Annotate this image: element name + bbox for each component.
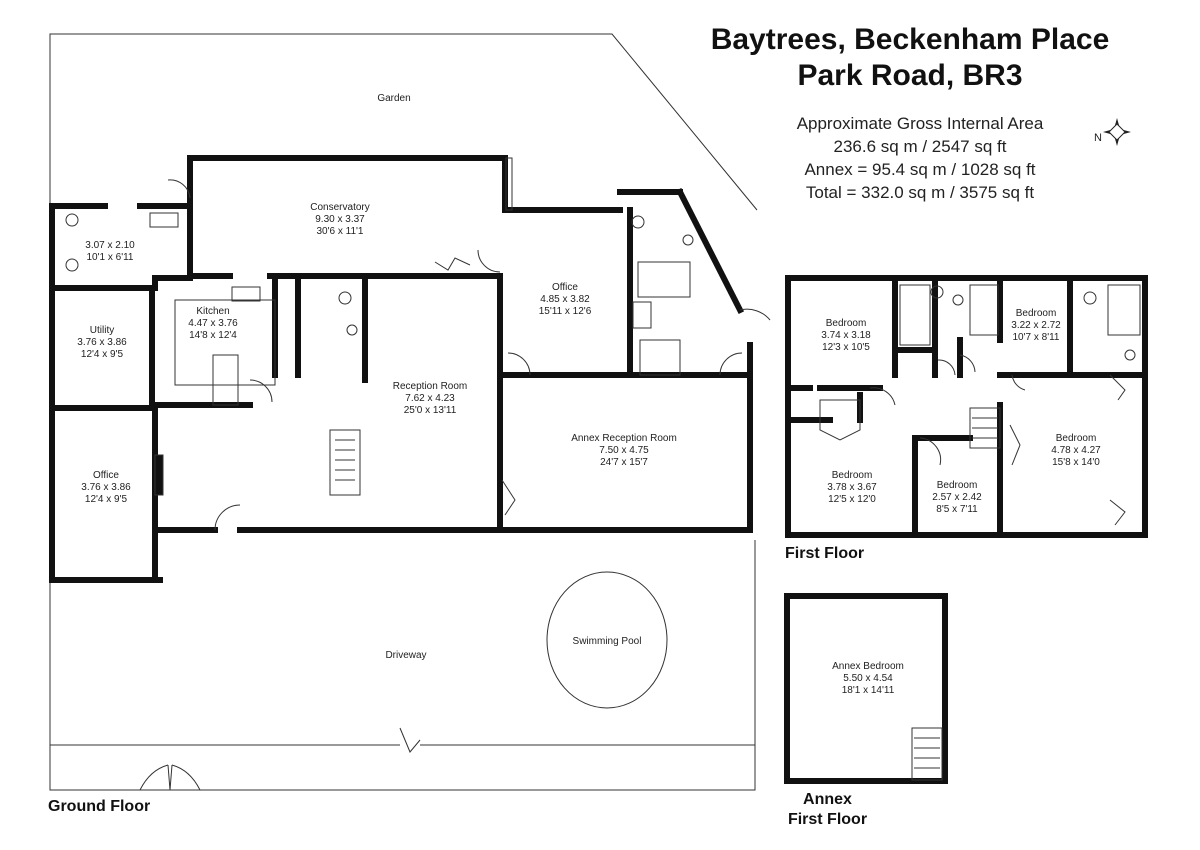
room-imperial: 18'1 x 14'11 bbox=[841, 685, 895, 696]
room-office-ground: Office 3.76 x 3.86 12'4 x 9'5 bbox=[81, 470, 130, 506]
room-metric: 4.47 x 3.76 bbox=[188, 318, 238, 329]
room-metric: 5.50 x 4.54 bbox=[843, 673, 893, 684]
room-metric: 4.78 x 4.27 bbox=[1051, 445, 1101, 456]
area-total: Total = 332.0 sq m / 3575 sq ft bbox=[805, 183, 1035, 202]
room-name: Kitchen bbox=[196, 306, 230, 317]
room-bedroom-4: Bedroom 2.57 x 2.42 8'5 x 7'11 bbox=[932, 480, 981, 516]
room-imperial: 25'0 x 13'11 bbox=[403, 405, 457, 416]
annex-first-floor-label: Annex First Floor bbox=[780, 790, 875, 830]
room-metric: 3.74 x 3.18 bbox=[821, 330, 871, 341]
room-name: Bedroom bbox=[936, 480, 978, 491]
room-imperial: 24'7 x 15'7 bbox=[600, 457, 648, 468]
room-imperial: 10'1 x 6'11 bbox=[86, 252, 134, 263]
room-pool: Swimming Pool bbox=[573, 636, 642, 648]
room-name: Office bbox=[552, 282, 578, 293]
area-summary: Approximate Gross Internal Area 236.6 sq… bbox=[740, 112, 1100, 204]
ground-floor-walls bbox=[49, 155, 753, 583]
room-name: Conservatory bbox=[310, 202, 370, 213]
gate-icon bbox=[139, 764, 201, 791]
room-name: Office bbox=[93, 470, 119, 481]
room-metric: 3.22 x 2.72 bbox=[1011, 320, 1061, 331]
room-imperial: 30'6 x 11'1 bbox=[316, 226, 364, 237]
room-metric: 7.50 x 4.75 bbox=[599, 445, 649, 456]
room-name: Garden bbox=[377, 93, 411, 104]
property-title: Baytrees, Beckenham Place Park Road, BR3 bbox=[700, 22, 1120, 94]
room-metric: 2.57 x 2.42 bbox=[932, 492, 982, 503]
room-imperial: 14'8 x 12'4 bbox=[189, 330, 237, 341]
room-reception: Reception Room 7.62 x 4.23 25'0 x 13'11 bbox=[393, 381, 467, 417]
room-imperial: 12'4 x 9'5 bbox=[84, 494, 128, 505]
annex-label-line-1: Annex bbox=[803, 791, 852, 808]
annex-label-line-2: First Floor bbox=[787, 811, 868, 828]
ground-floor-label: Ground Floor bbox=[48, 798, 151, 815]
room-annex-bedroom: Annex Bedroom 5.50 x 4.54 18'1 x 14'11 bbox=[832, 661, 904, 697]
room-bedroom-3: Bedroom 3.78 x 3.67 12'5 x 12'0 bbox=[827, 470, 876, 506]
ground-floor-doors bbox=[167, 179, 771, 531]
room-name: Annex Bedroom bbox=[832, 661, 904, 672]
first-floor-label: First Floor bbox=[785, 545, 865, 562]
room-metric: 3.78 x 3.67 bbox=[827, 482, 877, 493]
room-bedroom-1: Bedroom 3.74 x 3.18 12'3 x 10'5 bbox=[821, 318, 870, 354]
annex-floor-fixtures bbox=[911, 727, 943, 781]
room-metric: 7.62 x 4.23 bbox=[405, 393, 455, 404]
room-imperial: 15'11 x 12'6 bbox=[538, 306, 592, 317]
room-metric: 3.76 x 3.86 bbox=[77, 337, 127, 348]
room-bedroom-5: Bedroom 4.78 x 4.27 15'8 x 14'0 bbox=[1051, 433, 1100, 469]
room-metric: 3.07 x 2.10 bbox=[85, 240, 135, 251]
room-name: Reception Room bbox=[392, 381, 468, 392]
room-conservatory: Conservatory 9.30 x 3.37 30'6 x 11'1 bbox=[310, 202, 369, 238]
compass-label: N bbox=[1094, 132, 1102, 144]
room-bedroom-2: Bedroom 3.22 x 2.72 10'7 x 8'11 bbox=[1011, 308, 1060, 344]
first-floor-fixtures bbox=[819, 284, 1141, 449]
ground-floor-fixtures bbox=[65, 157, 694, 496]
room-metric: 3.76 x 3.86 bbox=[81, 482, 131, 493]
swimming-pool bbox=[546, 571, 668, 709]
room-imperial: 12'4 x 9'5 bbox=[80, 349, 124, 360]
first-floor-walls bbox=[785, 275, 1148, 538]
area-annex: Annex = 95.4 sq m / 1028 sq ft bbox=[804, 160, 1036, 179]
room-imperial: 12'3 x 10'5 bbox=[822, 342, 870, 353]
room-kitchen: Kitchen 4.47 x 3.76 14'8 x 12'4 bbox=[188, 306, 237, 342]
room-metric: 9.30 x 3.37 bbox=[315, 214, 365, 225]
room-garden: Garden bbox=[377, 93, 410, 105]
room-imperial: 12'5 x 12'0 bbox=[828, 494, 876, 505]
title-line-2: Park Road, BR3 bbox=[797, 59, 1023, 92]
compass-rose-icon bbox=[1103, 118, 1131, 146]
room-name: Bedroom bbox=[1015, 308, 1057, 319]
room-name: Annex Reception Room bbox=[571, 433, 677, 444]
room-office-annex: Office 4.85 x 3.82 15'11 x 12'6 bbox=[539, 282, 592, 318]
room-metric: 4.85 x 3.82 bbox=[540, 294, 590, 305]
room-imperial: 15'8 x 14'0 bbox=[1052, 457, 1100, 468]
room-name: Bedroom bbox=[1055, 433, 1097, 444]
first-floor-doors bbox=[869, 354, 1126, 526]
room-name: Utility bbox=[89, 325, 115, 336]
room-driveway: Driveway bbox=[385, 650, 426, 662]
room-annex-reception: Annex Reception Room 7.50 x 4.75 24'7 x … bbox=[571, 433, 677, 469]
area-main: 236.6 sq m / 2547 sq ft bbox=[833, 137, 1007, 156]
room-name: Bedroom bbox=[825, 318, 867, 329]
room-utility: Utility 3.76 x 3.86 12'4 x 9'5 bbox=[77, 325, 126, 361]
room-name: Bedroom bbox=[831, 470, 873, 481]
room-imperial: 10'7 x 8'11 bbox=[1012, 332, 1060, 343]
room-imperial: 8'5 x 7'11 bbox=[936, 504, 978, 515]
area-heading: Approximate Gross Internal Area bbox=[796, 114, 1044, 133]
annex-floor-walls bbox=[784, 593, 948, 784]
room-name: Swimming Pool bbox=[572, 636, 642, 647]
room-wc: 3.07 x 2.10 10'1 x 6'11 bbox=[85, 240, 134, 264]
room-name: Driveway bbox=[385, 650, 427, 661]
title-line-1: Baytrees, Beckenham Place bbox=[710, 23, 1110, 56]
